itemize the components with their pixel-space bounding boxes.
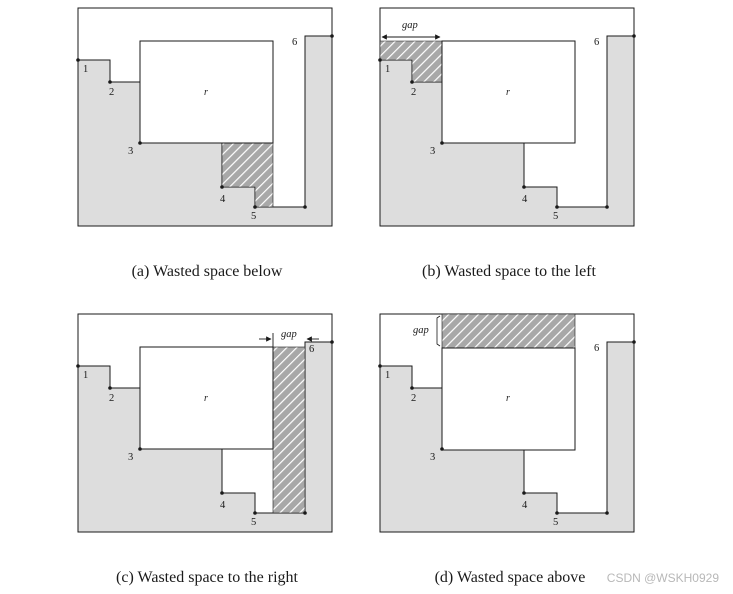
corner-label-2: 2 [109,87,114,98]
corner-label-1: 1 [385,64,390,75]
corner-label-6: 6 [292,37,297,48]
corner-points [76,34,334,209]
corner-points [378,340,636,515]
panel-caption: (b) Wasted space to the left [422,263,596,280]
corner-label-4: 4 [220,500,226,511]
item-rectangle [139,346,274,450]
corner-label-3: 3 [430,452,435,463]
panel-c: gap r 1 2 3 4 5 6 (c) Wasted space to th… [76,313,334,586]
corner-label-1: 1 [385,370,390,381]
corner-label-4: 4 [220,194,226,205]
corner-label-3: 3 [128,452,133,463]
item-rectangle [139,40,274,144]
corner-label-5: 5 [553,517,558,528]
panel-d: gap r 1 2 3 4 5 6 (d) Wasted space above [378,313,636,586]
gap-label: gap [413,325,429,336]
panel-caption: (d) Wasted space above [435,569,586,586]
item-rectangle [441,40,576,144]
wasted-area-above [441,313,576,349]
gap-brace [436,315,441,347]
skyline-area [77,341,333,533]
panel-caption: (a) Wasted space below [132,263,283,280]
corner-label-4: 4 [522,500,528,511]
corner-label-2: 2 [109,393,114,404]
corner-label-6: 6 [594,343,599,354]
item-rectangle [441,347,576,451]
gap-label: gap [281,329,297,340]
corner-label-3: 3 [430,146,435,157]
corner-label-5: 5 [553,211,558,222]
corner-points [76,340,334,515]
corner-points [378,34,636,209]
corner-label-2: 2 [411,393,416,404]
corner-label-3: 3 [128,146,133,157]
wasted-area-right [272,346,306,514]
corner-label-2: 2 [411,87,416,98]
rect-label: r [204,87,208,98]
corner-label-6: 6 [309,344,314,355]
panel-b: gap r 1 2 3 4 5 6 (b) Wasted space to th… [378,7,636,280]
watermark: CSDN @WSKH0929 [607,571,720,585]
rect-label: r [506,87,510,98]
corner-label-1: 1 [83,64,88,75]
skyline-area [379,341,635,533]
corner-label-1: 1 [83,370,88,381]
corner-label-4: 4 [522,194,528,205]
corner-label-5: 5 [251,211,256,222]
gap-label: gap [402,20,418,31]
rect-label: r [204,393,208,404]
panel-a: r 1 2 3 4 5 6 (a) Wasted space below [76,7,334,280]
rect-label: r [506,393,510,404]
corner-label-5: 5 [251,517,256,528]
panel-caption: (c) Wasted space to the right [116,569,298,586]
corner-label-6: 6 [594,37,599,48]
